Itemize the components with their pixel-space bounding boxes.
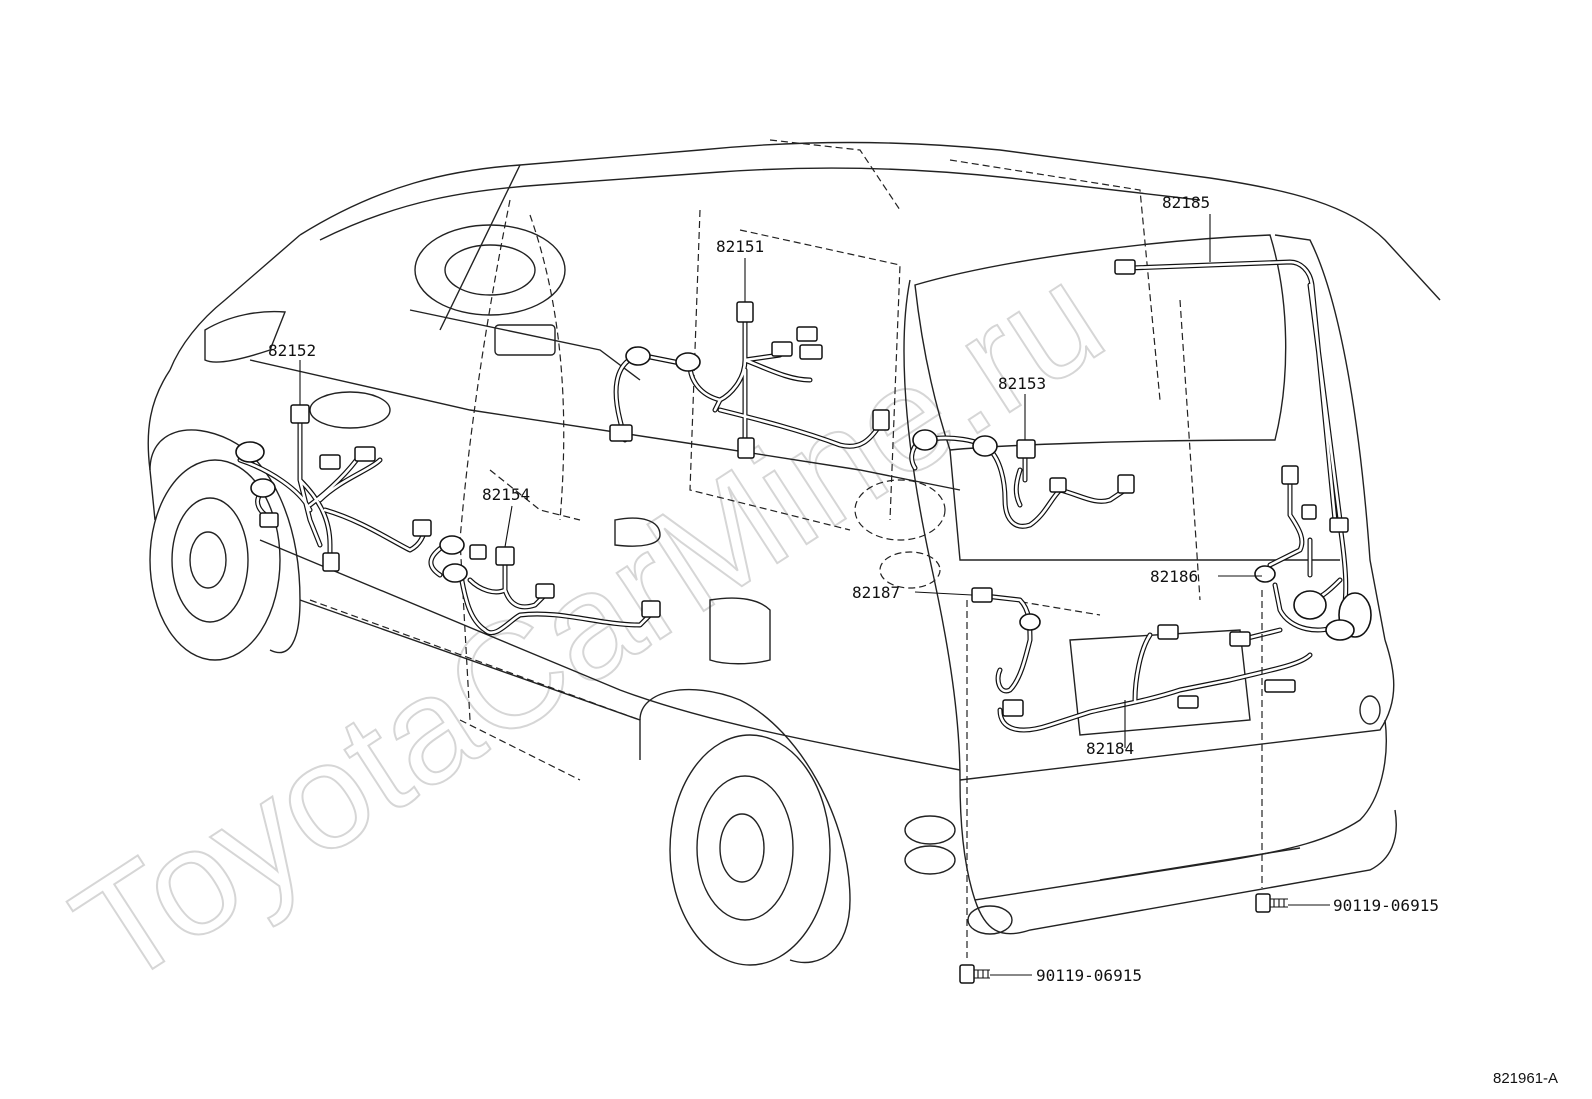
harness-82184-82187 — [971, 587, 1313, 733]
bolt-icon-left — [959, 964, 990, 984]
harness-82153 — [909, 429, 1135, 529]
callout-82151: 82151 — [716, 237, 764, 256]
callout-82185: 82185 — [1162, 193, 1210, 212]
callout-82186: 82186 — [1150, 567, 1198, 586]
callout-82187: 82187 — [852, 583, 900, 602]
bolt-icon-right — [1255, 893, 1288, 913]
callout-82152: 82152 — [268, 341, 316, 360]
harness-82154 — [428, 535, 661, 636]
figure-code: 821961-A — [1493, 1070, 1558, 1087]
harness-82151 — [609, 301, 890, 459]
harness-82185 — [1114, 259, 1343, 523]
harness-82186 — [1254, 465, 1372, 641]
callout-82154: 82154 — [482, 485, 530, 504]
hidden-edges — [309, 139, 1201, 781]
leader-lines — [299, 214, 1330, 976]
callout-82184: 82184 — [1086, 739, 1134, 758]
callout-82153: 82153 — [998, 374, 1046, 393]
harness-82152 — [235, 404, 432, 572]
callout-bolt-left: 90119-06915 — [1036, 966, 1142, 985]
vehicle-body — [147, 141, 1441, 966]
watermark: ToyotaCarMine.ru — [46, 231, 1130, 1017]
callout-bolt-right: 90119-06915 — [1333, 896, 1439, 915]
